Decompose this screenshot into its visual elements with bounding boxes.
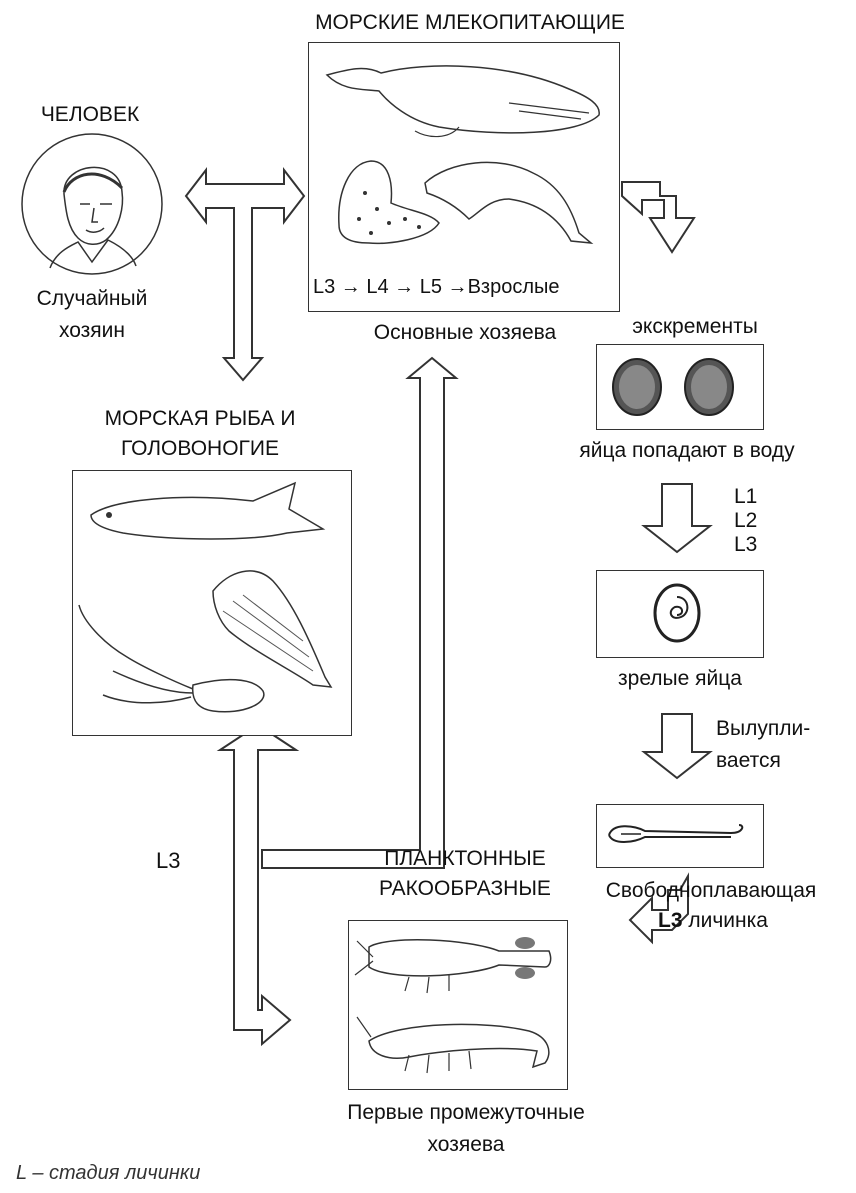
mammals-box: L3 → L4 → L5 →Взрослые — [308, 42, 620, 312]
egg-stage-l2: L2 — [734, 508, 757, 534]
mammals-excrement-arrow — [622, 182, 694, 252]
human-title: ЧЕЛОВЕК — [0, 102, 180, 128]
mature-eggs-caption: зрелые яйца — [580, 666, 780, 692]
fish-squid-icon — [73, 471, 349, 733]
mature-egg-icon — [597, 571, 761, 655]
human-caption-line2: хозяин — [0, 318, 184, 344]
human-portrait-icon — [20, 132, 164, 276]
human-mammal-arrow — [186, 170, 304, 380]
hatch-down-arrow — [644, 714, 710, 778]
crustacean-fish-arrow — [220, 725, 296, 1044]
crustacean-icon — [349, 921, 565, 1087]
fish-title-line1: МОРСКАЯ РЫБА И — [60, 406, 340, 432]
l3-label: L3 — [156, 848, 180, 874]
excrement-box — [596, 344, 764, 430]
excrement-caption: яйца попадают в воду — [528, 438, 846, 464]
eggs-icon — [597, 345, 761, 427]
mammal-stages-text: L3 → L4 → L5 →Взрослые — [313, 276, 560, 298]
fish-box — [72, 470, 352, 736]
crustaceans-title-line2: РАКООБРАЗНЫЕ — [340, 876, 590, 902]
larva-icon — [597, 805, 761, 865]
mammals-caption: Основные хозяева — [320, 320, 610, 346]
egg-stage-l1: L1 — [734, 484, 757, 510]
crustaceans-caption-line1: Первые промежуточные — [296, 1100, 636, 1126]
crustaceans-box — [348, 920, 568, 1090]
crustaceans-caption-line2: хозяева — [296, 1132, 636, 1158]
egg-stage-l3: L3 — [734, 532, 757, 558]
larva-stage-wrap: L3 личинка — [658, 908, 768, 934]
larva-box — [596, 804, 764, 868]
footnote: L – стадия личинки — [16, 1160, 200, 1186]
fish-title-line2: ГОЛОВОНОГИЕ — [60, 436, 340, 462]
larva-line1: Свободноплавающая — [566, 878, 856, 904]
mammals-title: МОРСКИЕ МЛЕКОПИТАЮЩИЕ — [270, 10, 670, 36]
hatching-line2: вается — [716, 748, 781, 774]
mature-eggs-box — [596, 570, 764, 658]
crustaceans-title-line1: ПЛАНКТОННЫЕ — [340, 846, 590, 872]
excrement-title: экскременты — [580, 314, 810, 340]
larva-stage: L3 — [658, 909, 683, 932]
hatching-line1: Вылупли- — [716, 716, 810, 742]
whale-seal-dolphin-icon: L3 → L4 → L5 →Взрослые — [309, 43, 617, 309]
eggs-down-arrow — [644, 484, 710, 552]
larva-line2: личинка — [688, 909, 768, 932]
human-caption-line1: Случайный — [0, 286, 184, 312]
